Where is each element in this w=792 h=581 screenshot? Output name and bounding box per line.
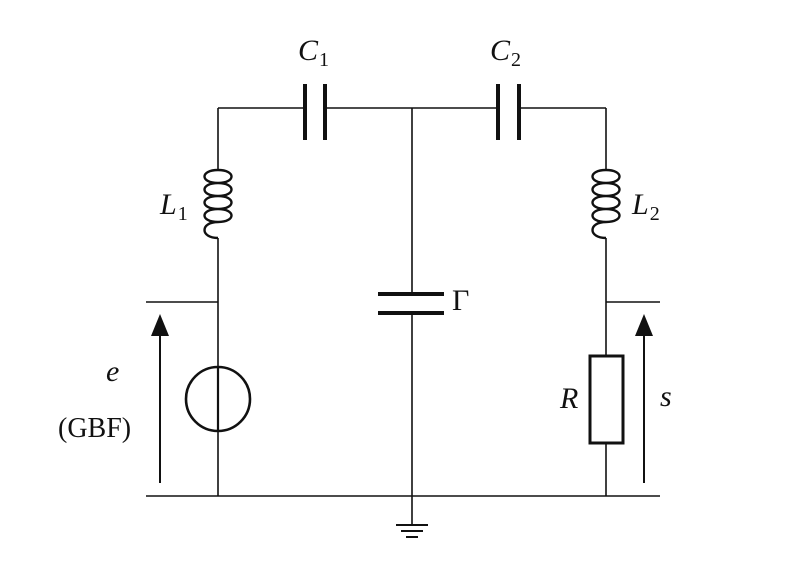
arrow-s [635,314,653,483]
voltage-source-gbf [184,365,252,433]
capacitor-gamma [378,292,444,315]
label-r: R [559,382,578,415]
label-gbf: (GBF) [58,413,131,444]
arrow-e [151,314,169,483]
resistor-r [588,354,625,445]
label-s: s [660,380,672,413]
inductor-l1 [203,168,233,240]
capacitor-c1 [303,84,327,140]
label-c1: C1 [298,34,329,71]
label-l1: L1 [159,188,188,225]
label-c2: C2 [490,34,521,71]
label-l2: L2 [631,188,660,225]
ground-icon [396,524,428,538]
capacitor-c2 [496,84,521,140]
inductor-l2 [591,168,621,240]
label-e: e [106,355,119,388]
label-gamma: Γ [452,284,469,317]
